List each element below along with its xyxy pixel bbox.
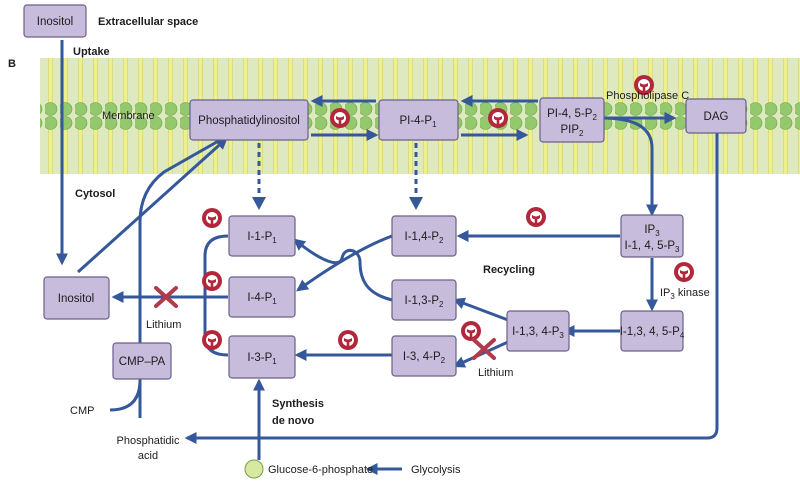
arrow-cmp-release [109,379,142,412]
svg-text:Phosphatidylinositol: Phosphatidylinositol [198,115,300,127]
label-membrane: Membrane [102,110,155,122]
glucose-6-phosphate-icon [244,459,264,479]
enzyme-badges [202,75,694,350]
enzyme-icon [634,75,654,95]
node-i-1-4-p2: I-1,4-P2 [391,215,457,257]
label-recycling: Recycling [483,264,535,276]
enzyme-icon [330,108,350,128]
svg-text:I-1, 4, 5-P3: I-1, 4, 5-P3 [625,240,681,254]
node-i-3-4-p2: I-3, 4-P2 [391,335,457,377]
svg-text:PI-4-P1: PI-4-P1 [399,115,437,129]
label-glucose-6-phosphate: Glucose-6-phosphate [268,464,373,476]
panel-letter: B [8,58,16,70]
node-i-1-3-p2: I-1,3-P2 [391,279,457,321]
arrow-i13p2-to-i1p1 [293,238,393,302]
svg-text:I-1,4-P2: I-1,4-P2 [405,231,445,245]
svg-text:CMP–PA: CMP–PA [119,356,166,368]
enzyme-icon [202,271,222,291]
svg-text:PIP2: PIP2 [561,124,585,138]
label-acid: acid [138,450,158,462]
label-cytosol: Cytosol [75,188,115,200]
node-cmp-pa: CMP–PA [112,342,172,380]
svg-text:I-3-P1: I-3-P1 [247,352,277,366]
enzyme-icon [202,208,222,228]
node-i-1-p1: I-1-P1 [228,215,296,257]
svg-text:I-1,3, 4-P3: I-1,3, 4-P3 [512,326,564,340]
label-phospholipase-c: Phospholipase C [606,90,689,102]
label-lithium-1: Lithium [146,319,181,331]
svg-text:I-3, 4-P2: I-3, 4-P2 [403,351,446,365]
label-de-novo: de novo [272,415,314,427]
node-dag: DAG [685,98,747,134]
node-i-4-p1: I-4-P1 [228,276,296,318]
arrow-p3-to-i34p2 [452,340,509,368]
label-glycolysis: Glycolysis [411,464,461,476]
enzyme-icon [674,262,694,282]
label-lithium-2: Lithium [478,367,513,379]
arrow-dag-to-pa [184,133,719,444]
svg-text:Inositol: Inositol [37,16,73,28]
label-synthesis: Synthesis [272,398,324,410]
label-ip3-kinase: IP3 kinase [660,287,710,301]
enzyme-icon [338,330,358,350]
node-phosphatidylinositol: Phosphatidylinositol [189,99,309,141]
node-ip3: IP3 I-1, 4, 5-P3 [620,214,684,258]
arrow-p3-to-i13p2 [452,297,509,322]
node-i-1-3-4-5-p4: I-1,3, 4, 5-P4 [620,310,685,352]
enzyme-icon [526,207,546,227]
svg-text:I-4-P1: I-4-P1 [247,292,277,306]
enzyme-icon [202,330,222,350]
node-pi-4-p1: PI-4-P1 [378,99,459,141]
lithium-cross-1 [154,286,178,308]
label-uptake: Uptake [73,46,110,58]
arrow-to-ip3 [601,116,658,217]
svg-text:I-1,3, 4, 5-P4: I-1,3, 4, 5-P4 [620,326,685,340]
node-i-3-p1: I-3-P1 [228,335,296,379]
arrow-inositol-to-pi [76,137,228,274]
node-i-1-3-4-p3: I-1,3, 4-P3 [506,310,570,352]
arrows [56,40,719,475]
svg-text:I-1-P1: I-1-P1 [247,231,277,245]
node-inositol-cytosol: Inositol [43,276,110,320]
arrow-pa-to-pi [138,137,223,418]
node-inositol-extracellular: Inositol [23,4,87,38]
arrow-i14p2-to-i4p1 [296,234,393,292]
lithium-cross-2 [472,338,496,360]
label-cmp: CMP [70,405,94,417]
label-phosphatidic: Phosphatidic [117,435,180,447]
enzyme-icon [488,108,508,128]
svg-text:I-1,3-P2: I-1,3-P2 [405,295,445,309]
label-extracellular-space: Extracellular space [98,16,198,28]
node-pi-4-5-p2: PI-4, 5-P2 PIP2 [539,97,605,143]
enzyme-icon [461,321,481,341]
svg-text:Inositol: Inositol [58,293,94,305]
svg-text:PI-4, 5-P2: PI-4, 5-P2 [547,108,597,122]
svg-text:IP3: IP3 [644,224,660,238]
svg-text:DAG: DAG [704,111,729,123]
